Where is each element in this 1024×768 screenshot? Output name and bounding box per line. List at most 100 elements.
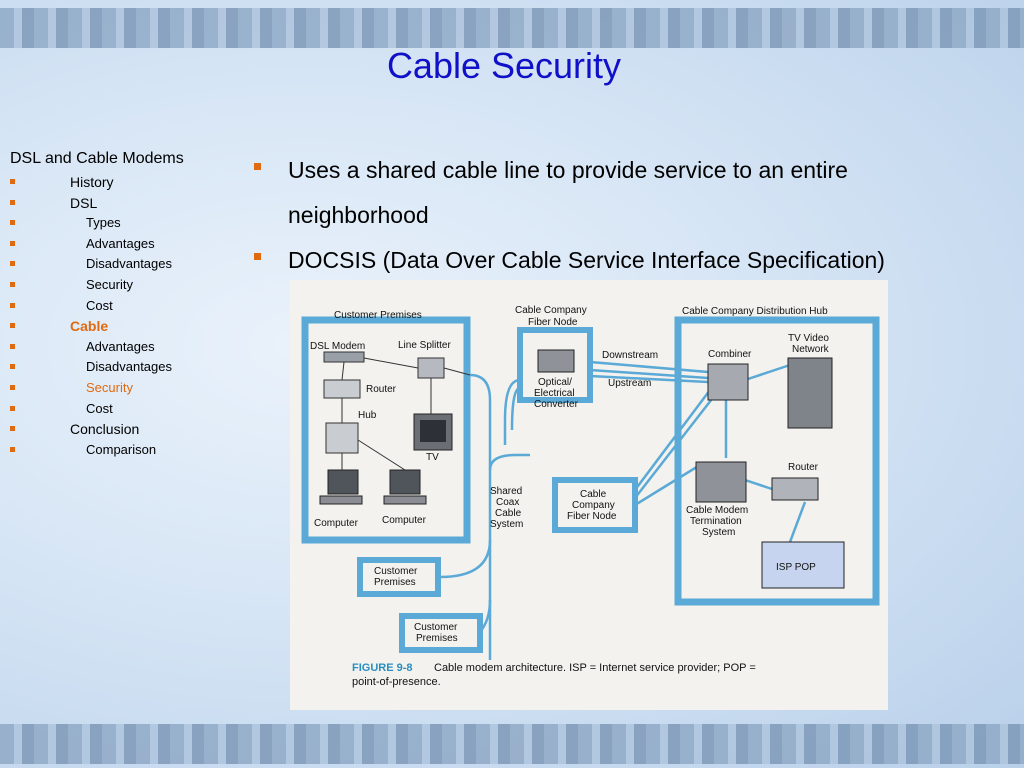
label-line-splitter: Line Splitter (398, 340, 451, 351)
upstream-line (589, 374, 709, 384)
label-cmts-1: Cable Modem (686, 505, 748, 516)
customer-premises-a-frame (357, 557, 441, 597)
label-optical-1: Optical/ (538, 377, 572, 388)
computer-1-monitor (327, 469, 359, 495)
label-router: Router (366, 384, 397, 395)
outline-bullet-icon (10, 199, 15, 205)
outline-item: History (10, 172, 240, 193)
label-cust-prem-a-2: Premises (374, 577, 416, 588)
outline-item: Advantages (10, 234, 240, 255)
tv-video-network-device (787, 357, 833, 429)
label-tv-video-1: TV Video (788, 333, 829, 344)
outline-item-label: Cost (86, 297, 113, 313)
coax-branch-b (479, 599, 492, 633)
label-computer-2: Computer (382, 515, 427, 526)
fiber-node-top-frame (517, 327, 593, 403)
label-tv-video-2: Network (792, 344, 830, 355)
outline-item: Advantages (10, 337, 240, 358)
cmts-device (695, 461, 747, 503)
outline-item-label: Cost (86, 400, 113, 416)
outline-item-label: Advantages (86, 338, 155, 354)
outline-item: Security (10, 275, 240, 296)
figure-caption-label: FIGURE 9-8 (352, 662, 413, 674)
top-decorative-band (0, 8, 1024, 48)
outline-item: Cable (10, 316, 240, 337)
fiber-uplink-3 (634, 463, 701, 507)
outline-item: Conclusion (10, 419, 240, 440)
fiber-uplink-2 (634, 394, 716, 499)
outline-item: DSL (10, 193, 240, 214)
customer-premises-frame (301, 316, 471, 544)
label-cust-prem-b-2: Premises (416, 633, 458, 644)
coax-branch-e (510, 386, 521, 431)
outline-item: Types (10, 213, 240, 234)
optical-converter-device (537, 349, 575, 373)
cmts-router-link (744, 478, 776, 492)
label-shared-coax-2: Coax (496, 497, 519, 508)
outline-bullet-icon (10, 446, 15, 452)
line-splitter-device (417, 357, 445, 379)
bullet-square-icon (254, 253, 261, 260)
outline-bullet-icon (10, 343, 15, 349)
outline-item-label: Types (86, 215, 121, 231)
outline-item: Security (10, 378, 240, 399)
hub-device (325, 422, 359, 454)
outline-bullet-icon (10, 179, 15, 184)
outline-item: Disadvantages (10, 254, 240, 275)
label-optical-2: Electrical (534, 388, 575, 399)
coax-branch-a (439, 539, 492, 579)
coax-lines (439, 360, 807, 660)
bullet-list: Uses a shared cable line to provide serv… (250, 148, 990, 283)
lan-cables (341, 357, 471, 471)
outline-item: Cost (10, 399, 240, 420)
architecture-diagram: Customer Premises DSL Modem Line Splitte… (301, 305, 880, 688)
bottom-decorative-band (0, 724, 1024, 764)
label-fiber-node2-2: Company (572, 500, 615, 511)
label-isp-pop: ISP POP (776, 562, 816, 573)
outline-item-label: Comparison (86, 441, 157, 457)
label-fiber-node2-3: Fiber Node (567, 511, 617, 522)
dsl-modem-device (323, 351, 365, 363)
fiber-uplink-1 (634, 389, 711, 491)
label-tv: TV (426, 452, 439, 463)
computer-2-keyboard (383, 495, 427, 505)
router-device (323, 379, 361, 399)
outline-item: Comparison (10, 440, 240, 461)
label-computer-1: Computer (314, 518, 359, 529)
outline-bullet-icon (10, 384, 15, 390)
figure-caption-line-2: point-of-presence. (352, 676, 441, 688)
outline-bullet-icon (10, 281, 15, 287)
computer-1-keyboard (319, 495, 363, 505)
outline-bullet-icon (10, 220, 15, 226)
label-fiber-node-top-2: Fiber Node (528, 317, 578, 328)
label-fiber-node2-1: Cable (580, 489, 607, 500)
label-cust-prem-b-1: Customer (414, 622, 458, 633)
bullet-square-icon (254, 163, 261, 170)
outline-item: Disadvantages (10, 357, 240, 378)
computer-2-monitor (389, 469, 421, 495)
cable-architecture-figure: Customer Premises DSL Modem Line Splitte… (290, 280, 888, 710)
coax-branch-c (488, 453, 530, 471)
label-hub: Hub (358, 410, 377, 421)
outline-heading: DSL and Cable Modems (10, 150, 184, 167)
label-shared-coax-3: Cable (495, 508, 522, 519)
outline-bullet-icon (10, 261, 15, 267)
router-isp-link (788, 501, 807, 543)
isp-pop-box (761, 541, 845, 589)
label-distribution-hub: Cable Company Distribution Hub (682, 306, 828, 317)
downstream-line-2 (589, 368, 709, 380)
label-shared-coax-1: Shared (490, 486, 522, 497)
outline-item-label: DSL (70, 194, 98, 211)
label-cust-prem-a-1: Customer (374, 566, 418, 577)
distribution-hub-frame (674, 316, 880, 606)
outline-bullet-icon (10, 405, 15, 411)
outline-item-label: Cable (70, 318, 109, 335)
bullet-item: Uses a shared cable line to provide serv… (250, 148, 990, 238)
outline-item-label: Security (86, 379, 133, 395)
label-shared-coax-4: System (490, 519, 523, 530)
outline-bullet-icon (10, 302, 15, 308)
outline-item-label: Advantages (86, 235, 155, 251)
outline-bullet-icon (10, 240, 15, 246)
figure-caption-line-1: Cable modem architecture. ISP = Internet… (434, 662, 756, 674)
slide-title: Cable Security (386, 45, 622, 86)
